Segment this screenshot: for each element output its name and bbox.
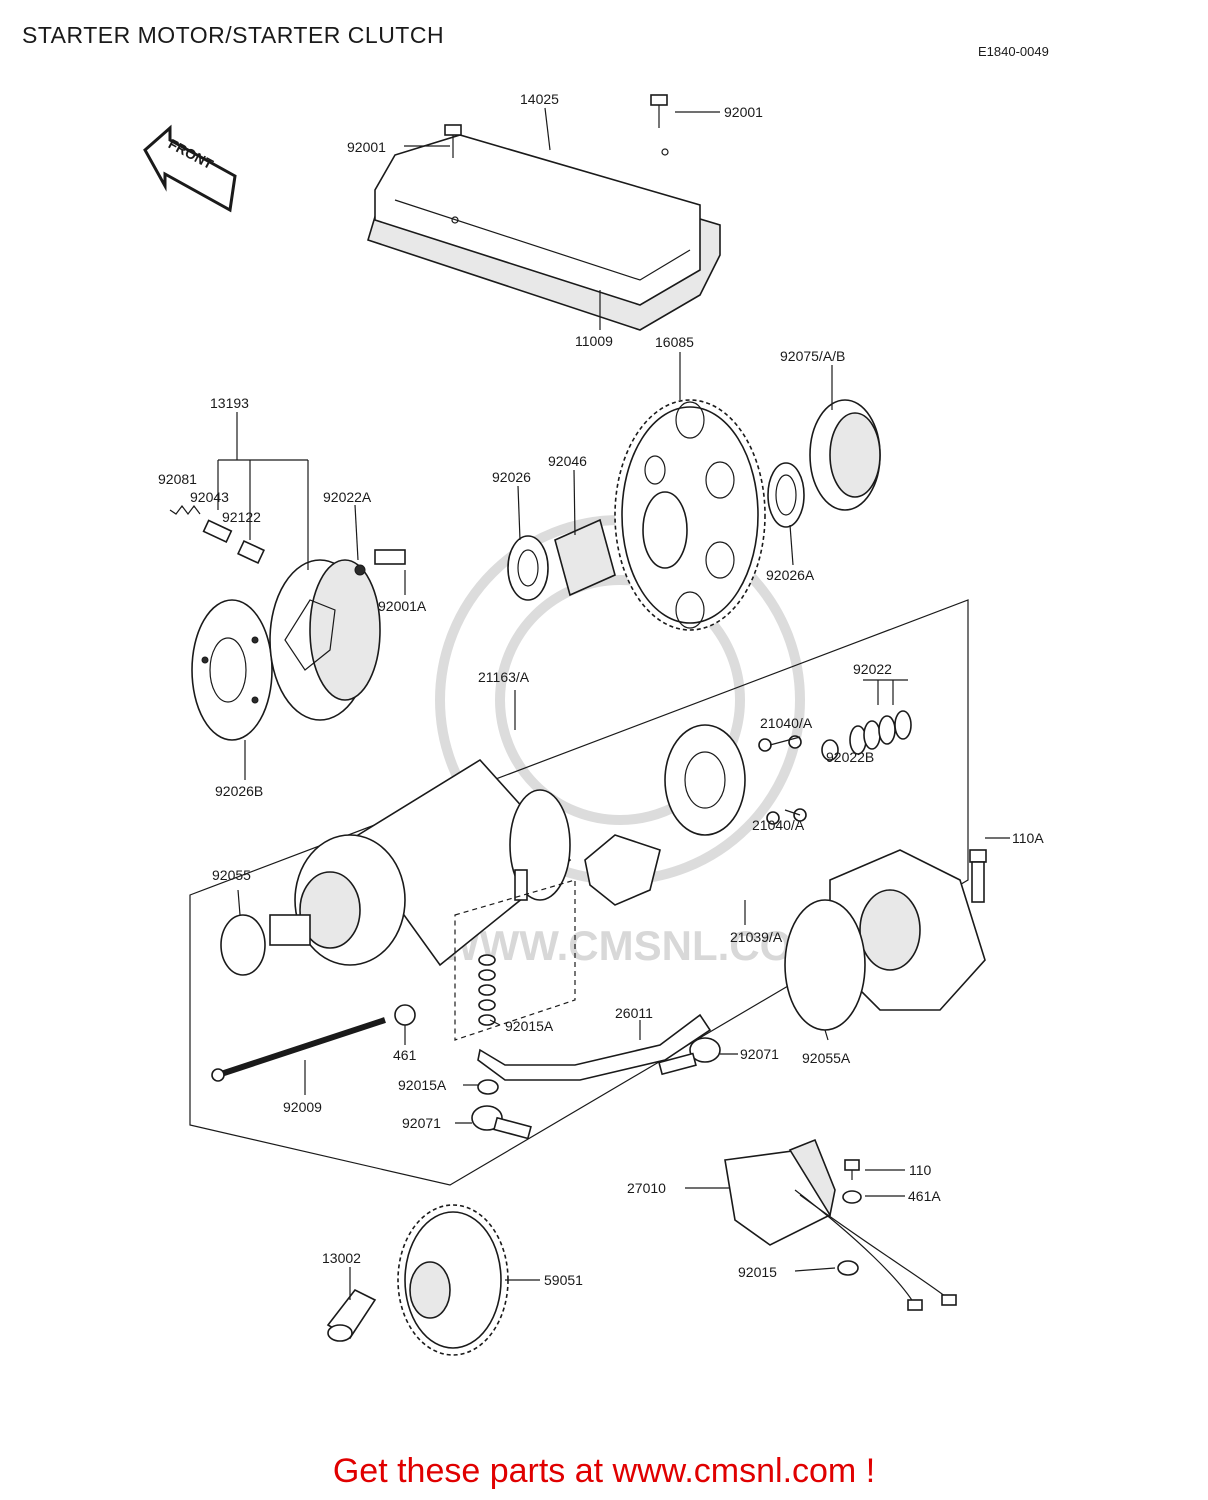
spring-plunger-set-icon — [169, 505, 406, 576]
nut-92015A-icon — [477, 1079, 499, 1095]
part-label-16085: 16085 — [655, 334, 694, 350]
collar-13002-part — [326, 1288, 377, 1342]
starter-gear-part — [614, 399, 766, 631]
washer-461A-icon — [842, 1190, 862, 1204]
motor-group-outline — [189, 599, 969, 1186]
part-label-92015A-top: 92015A — [505, 1018, 554, 1034]
part-label-92046: 92046 — [548, 453, 587, 469]
clutch-plate-part — [191, 599, 273, 741]
idle-gear-part — [397, 1204, 509, 1356]
watermark-text: WWW.CMSNL.COM — [440, 922, 827, 969]
part-label-92043: 92043 — [190, 489, 229, 505]
footer-link[interactable]: Get these parts at www.cmsnl.com ! — [332, 1452, 876, 1490]
part-label-110A: 110A — [1012, 830, 1044, 846]
diagram-code: E1840-0049 — [978, 44, 1049, 59]
part-label-27010: 27010 — [627, 1180, 666, 1196]
cable-26011-part — [477, 1013, 712, 1081]
part-label-92009: 92009 — [283, 1099, 322, 1115]
part-label-21040-bottom: 21040/A — [752, 817, 805, 833]
part-label-59051: 59051 — [544, 1272, 583, 1288]
part-label-92001A: 92001A — [378, 598, 427, 614]
seal-92075-part — [809, 399, 881, 511]
washer-461-icon — [394, 1004, 416, 1026]
o-ring-92055-icon — [220, 914, 266, 976]
part-label-92022: 92022 — [853, 661, 892, 677]
washers-92022-icon — [758, 710, 912, 825]
part-label-461: 461 — [393, 1047, 417, 1063]
part-label-92022B: 92022B — [826, 749, 874, 765]
parts-diagram: WWW.CMSNL.COM FRONT — [143, 91, 1044, 1356]
part-label-92055A: 92055A — [802, 1050, 851, 1066]
bolt-92001-right-icon — [650, 94, 668, 128]
starter-relay-part — [724, 1138, 957, 1311]
terminal-group-outline — [454, 879, 576, 1041]
part-label-26011: 26011 — [615, 1005, 653, 1021]
part-label-92026: 92026 — [492, 469, 531, 485]
part-label-92026B: 92026B — [215, 783, 263, 799]
part-label-92122: 92122 — [222, 509, 261, 525]
part-label-92015A-bottom: 92015A — [398, 1077, 447, 1093]
part-label-92015: 92015 — [738, 1264, 777, 1280]
part-label-92071-left: 92071 — [402, 1115, 441, 1131]
brush-holder-part — [584, 724, 746, 906]
part-label-21039: 21039/A — [730, 929, 783, 945]
bolt-110-icon — [844, 1159, 860, 1180]
starter-motor-part — [269, 758, 572, 967]
terminal-nuts-icon — [478, 954, 496, 1026]
part-label-21163: 21163/A — [478, 669, 530, 685]
nut-92015-icon — [837, 1260, 859, 1276]
part-label-13002: 13002 — [322, 1250, 361, 1266]
bolt-92001-left-icon — [444, 124, 462, 158]
part-label-14025: 14025 — [520, 91, 559, 107]
page-title: STARTER MOTOR/STARTER CLUTCH — [22, 22, 445, 48]
front-arrow-icon: FRONT — [143, 124, 237, 213]
part-label-110: 110 — [909, 1162, 932, 1178]
washer-92026A-part — [767, 462, 805, 528]
part-label-21040-top: 21040/A — [760, 715, 813, 731]
bolt-92009-part — [211, 1017, 386, 1082]
part-label-92071-right: 92071 — [740, 1046, 779, 1062]
part-label-92001-left: 92001 — [347, 139, 386, 155]
end-cover-part — [784, 849, 986, 1031]
part-label-92075: 92075/A/B — [780, 348, 845, 364]
part-label-92081: 92081 — [158, 471, 197, 487]
part-label-92026A: 92026A — [766, 567, 815, 583]
needle-bearing-part — [507, 518, 616, 601]
part-label-92001-right: 92001 — [724, 104, 763, 120]
part-label-92055: 92055 — [212, 867, 251, 883]
bolt-110A-icon — [969, 849, 987, 903]
part-label-11009: 11009 — [575, 333, 613, 349]
clutch-body-part — [269, 559, 381, 721]
leader-lines — [217, 107, 1010, 1300]
part-label-461A: 461A — [908, 1188, 941, 1204]
terminal-92071-left-icon — [471, 1105, 532, 1140]
part-label-92022A: 92022A — [323, 489, 372, 505]
terminal-92071-right-icon — [658, 1037, 721, 1076]
part-label-13193: 13193 — [210, 395, 249, 411]
cover-part — [367, 134, 721, 331]
